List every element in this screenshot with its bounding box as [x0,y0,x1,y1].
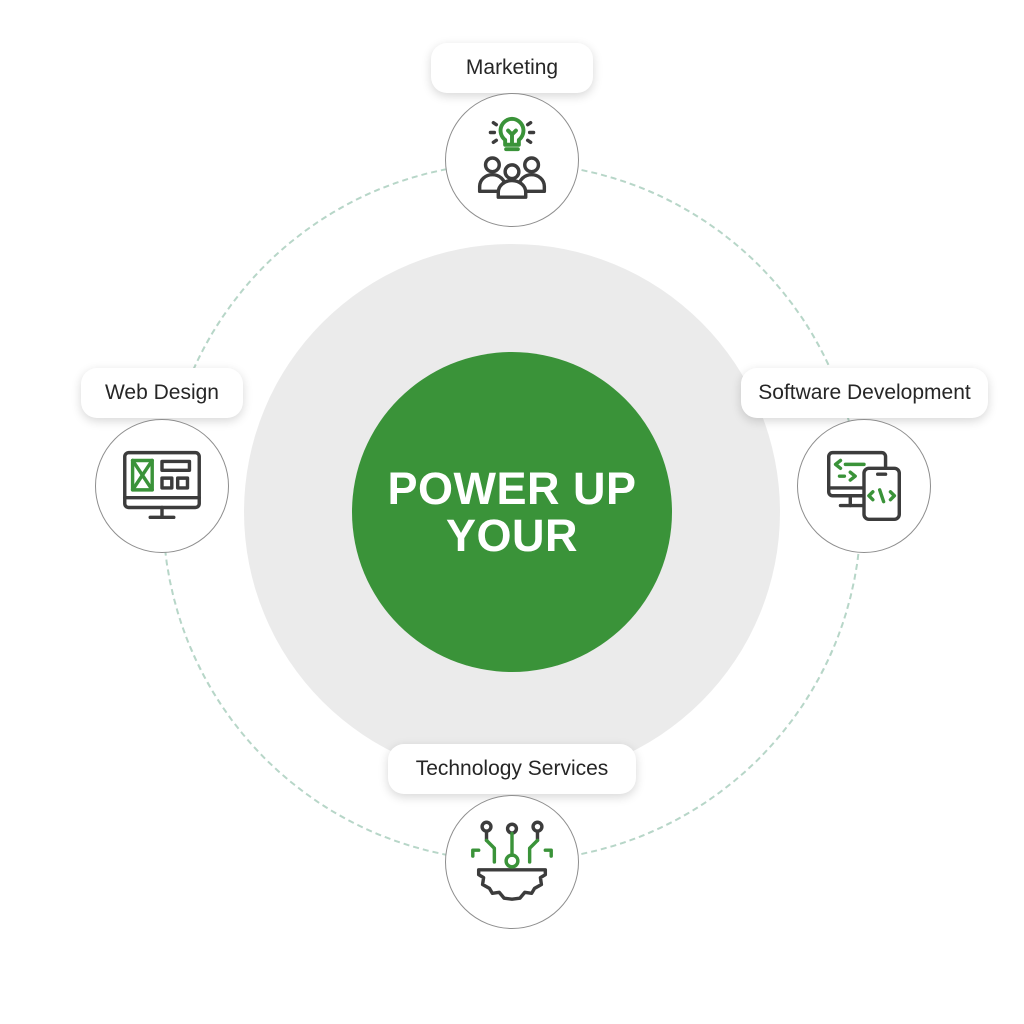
service-label-text: Software Development [758,381,971,404]
service-label-software-development: Software Development [741,368,988,418]
center-circle: POWER UP YOUR [352,352,672,672]
service-node-software-development[interactable] [797,419,931,553]
service-label-text: Marketing [465,56,559,79]
service-node-marketing[interactable] [445,93,579,227]
center-title: POWER UP YOUR [382,465,642,559]
wireframe-monitor-icon [113,435,211,538]
service-label-web-design: Web Design [81,368,243,418]
code-devices-icon [815,435,913,538]
service-label-text: Technology Services [415,757,609,780]
service-label-text: Web Design [104,381,219,404]
center-title-line-2: YOUR [445,510,578,561]
circuit-gear-icon [463,811,561,914]
service-label-technology-services: Technology Services [388,744,636,794]
team-idea-icon [463,109,561,212]
service-node-technology-services[interactable] [445,795,579,929]
center-title-line-1: POWER UP [387,463,637,514]
service-label-marketing: Marketing [431,43,593,93]
service-node-web-design[interactable] [95,419,229,553]
